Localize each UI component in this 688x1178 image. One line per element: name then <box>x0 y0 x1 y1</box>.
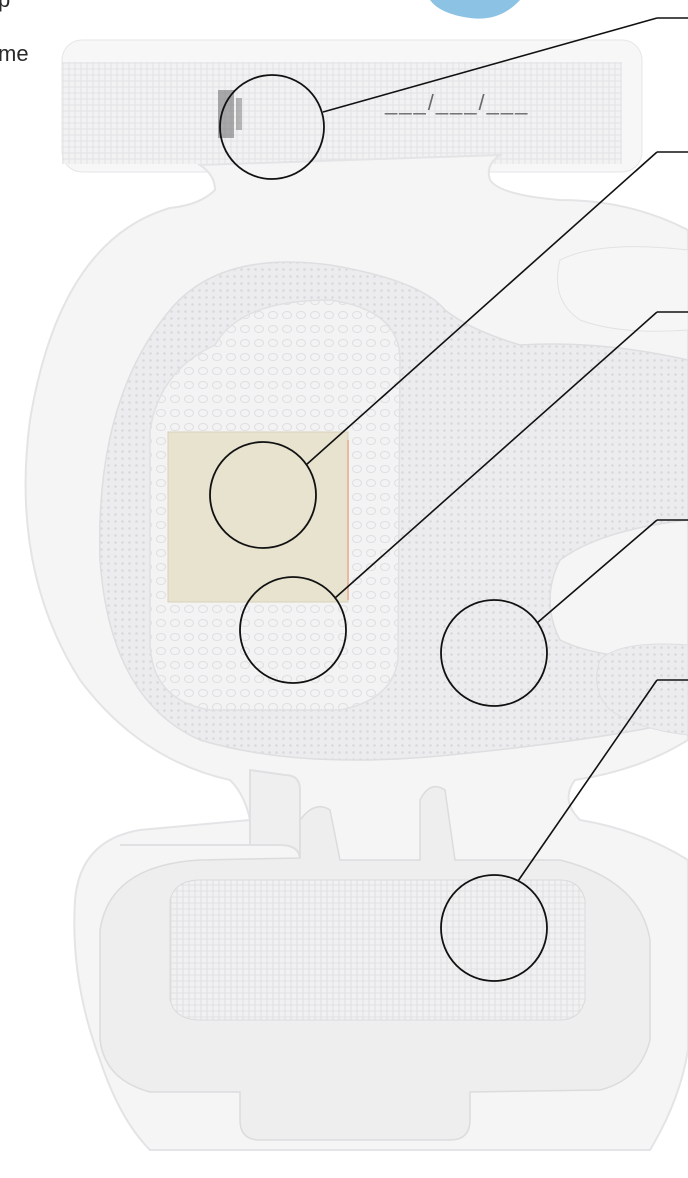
blue-corner-shape <box>430 0 520 19</box>
caption-fragment: me <box>0 40 29 68</box>
date-placeholder-text: ___/___/___ <box>384 90 529 115</box>
absorbent-pad <box>168 432 348 602</box>
label-strip-mesh <box>62 62 622 164</box>
caption-top-fragment: p <box>0 0 10 14</box>
bottom-mesh <box>170 880 585 1020</box>
